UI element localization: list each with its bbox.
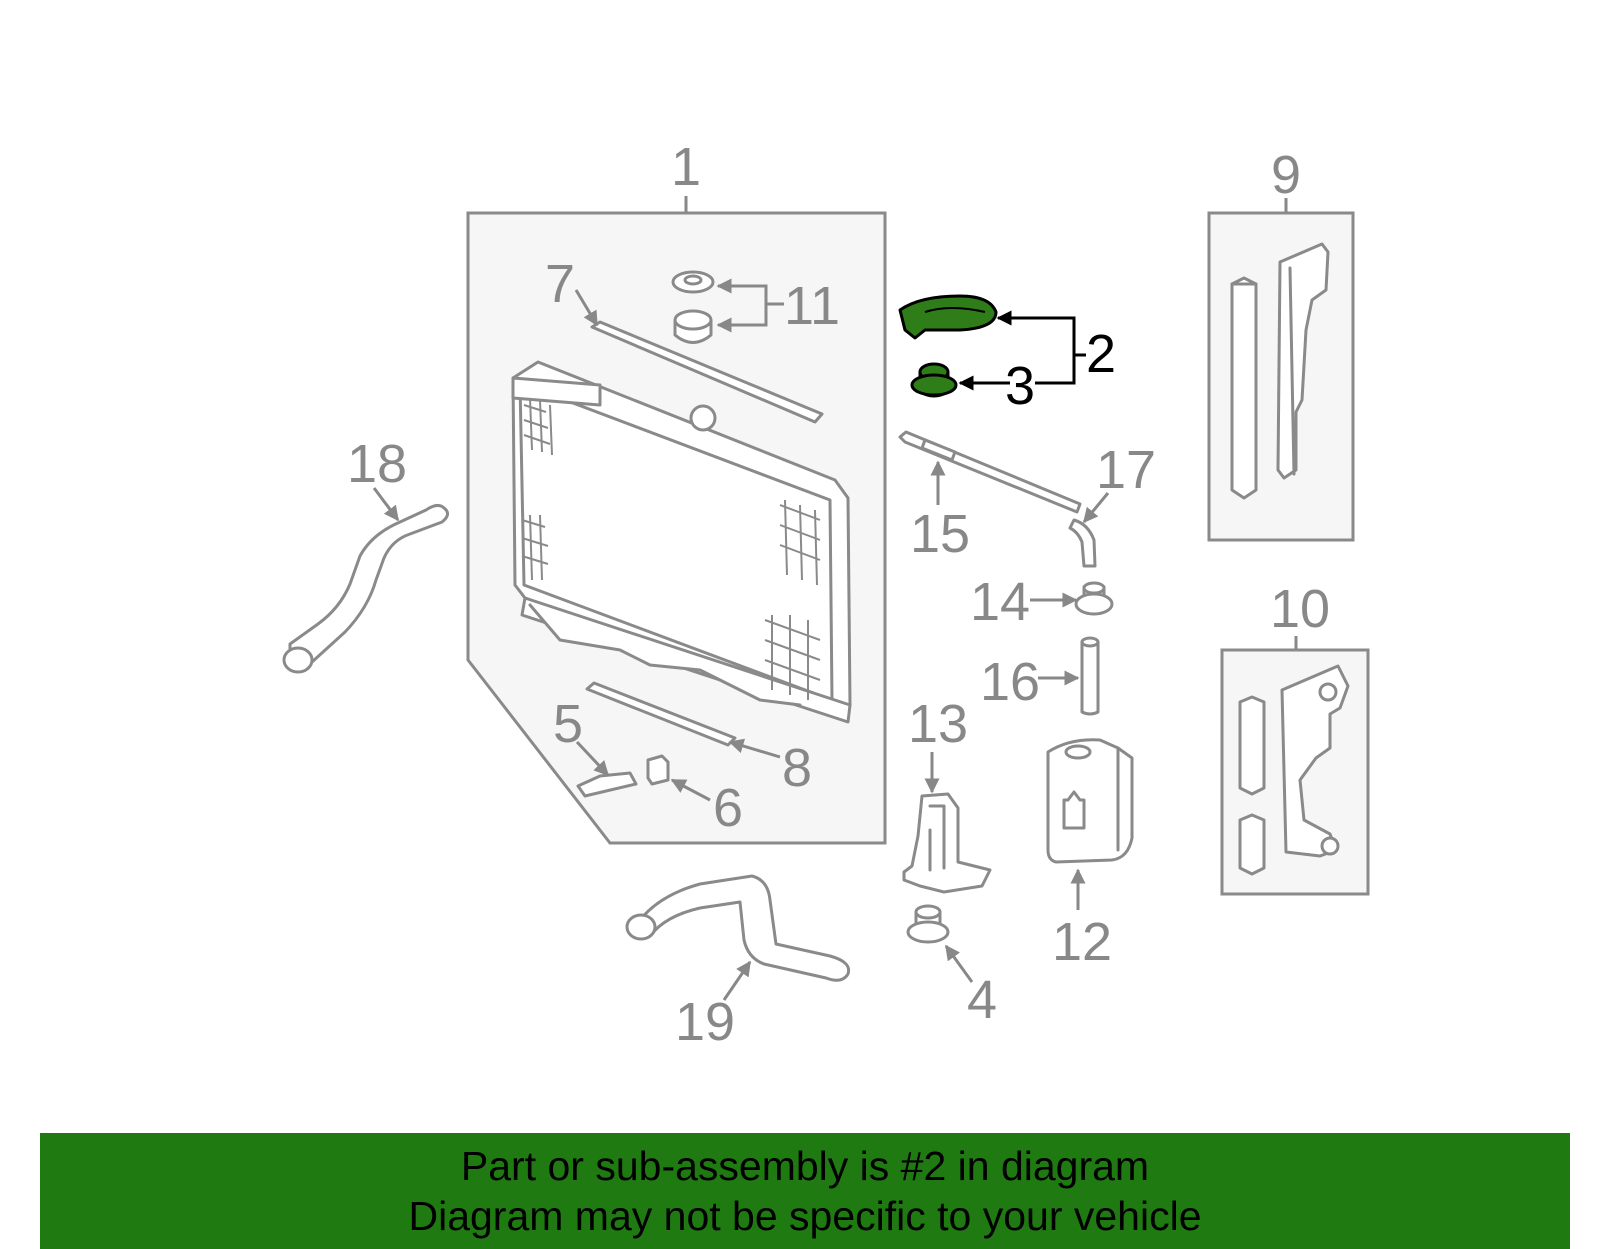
part-16-pipe [1080, 640, 1100, 716]
part-13-bracket [902, 792, 992, 894]
callout-15: 15 [910, 504, 970, 564]
callout-13: 13 [908, 694, 968, 754]
part-12-reserve-tank [1046, 738, 1134, 864]
callout-12: 12 [1052, 912, 1112, 972]
callout-19: 19 [675, 992, 735, 1052]
part-8-seal [585, 681, 737, 747]
part-18-upper-hose [288, 503, 449, 665]
part-19-lower-hose [638, 874, 851, 982]
part-3-cap[interactable] [910, 362, 958, 398]
part-9-shrouds [1230, 242, 1330, 500]
callout-16: 16 [980, 652, 1040, 712]
callout-5: 5 [553, 694, 583, 754]
callout-4: 4 [967, 970, 997, 1030]
part-6-clip [646, 754, 670, 786]
part-10-shrouds [1238, 664, 1350, 876]
banner-line-1: Part or sub-assembly is #2 in diagram [460, 1143, 1150, 1189]
part-5-bracket [576, 771, 638, 798]
part-2-reserve-tank-cap[interactable] [898, 294, 998, 340]
part-11-cushions [671, 270, 715, 344]
callout-10: 10 [1270, 579, 1330, 639]
callout-2: 2 [1086, 324, 1116, 384]
callout-11: 11 [784, 276, 840, 336]
callout-8: 8 [782, 738, 812, 798]
callout-18: 18 [347, 434, 407, 494]
info-banner: Part or sub-assembly is #2 in diagram Di… [40, 1133, 1570, 1249]
part-17-elbow [1068, 518, 1097, 568]
callout-9: 9 [1271, 145, 1301, 205]
callout-1: 1 [671, 137, 701, 197]
callout-7: 7 [545, 254, 575, 314]
callout-17: 17 [1096, 440, 1156, 500]
part-4-grommet [906, 904, 950, 944]
callout-14: 14 [970, 572, 1030, 632]
radiator [511, 360, 852, 724]
banner-line-2: Diagram may not be specific to your vehi… [408, 1193, 1202, 1239]
callout-3: 3 [1005, 356, 1035, 416]
callout-6: 6 [713, 778, 743, 838]
part-14-grommet [1074, 581, 1114, 616]
